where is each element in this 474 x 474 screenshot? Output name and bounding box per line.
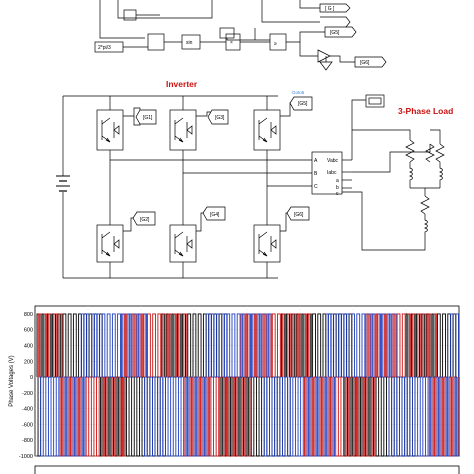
- load-resistor-a: [405, 139, 415, 163]
- goto-tag-g5-top: [324, 26, 357, 38]
- igbt-s5: [253, 109, 281, 151]
- load-resistor-c: [420, 195, 430, 215]
- vm-a: A: [314, 158, 318, 164]
- const-label: 2*pi/3: [98, 45, 111, 51]
- vm-vabc: Vabc: [327, 158, 339, 164]
- phase-voltage-chart: 800 600 400 200 0 -200 -400 -600 -800 -1000 Phase…: [9, 305, 460, 460]
- mult-block: [225, 33, 241, 51]
- scope-block: [365, 94, 385, 108]
- inverter-title: Inverter: [166, 79, 198, 89]
- y-tick-label-5: -200: [22, 391, 33, 397]
- tag-g5: [G5]: [298, 101, 308, 107]
- sin-label: sin: [186, 40, 193, 46]
- igbt-s1: [96, 109, 124, 151]
- tag-top-g5: [G5]: [330, 30, 340, 36]
- goto-tag-g6-top: [354, 56, 387, 68]
- not-gate: [317, 49, 331, 63]
- tag-g1: [G1]: [143, 115, 153, 121]
- igbt-s4: [96, 224, 124, 263]
- gate-tags: [123, 96, 313, 232]
- series-layer: [36, 313, 460, 457]
- igbt-s6: [169, 224, 197, 263]
- y-tick-label-0: 800: [24, 312, 33, 318]
- tag-g6: [G6]: [294, 212, 304, 218]
- tag-top-g6: [G6]: [360, 60, 370, 66]
- load-inductor-c: [424, 214, 428, 242]
- pwm-generator-section: [94, 0, 387, 71]
- y-tick-label-8: -800: [22, 438, 33, 444]
- load-inductor-a: [409, 162, 413, 188]
- tag-top-g3: [ G ]: [325, 6, 335, 12]
- y-tick-label-6: -400: [22, 407, 33, 413]
- load-inductor-b: [439, 162, 443, 188]
- vm-b: B: [314, 171, 318, 177]
- compare-label: ≥: [274, 41, 277, 47]
- top-block-1: [123, 9, 137, 21]
- sum-block: [147, 33, 165, 51]
- igbt-s3: [169, 109, 197, 151]
- vm-c: C: [314, 184, 318, 190]
- series-line-2: [39, 313, 460, 457]
- igbt-switches: [96, 109, 281, 263]
- top-block-2: [219, 27, 235, 39]
- lower-plot-strip: [34, 465, 460, 474]
- y-tick-label-3: 200: [24, 359, 33, 365]
- mult-label: ×: [230, 40, 233, 46]
- y-ticks: 800 600 400 200 0 -200 -400 -600 -800 -1000: [19, 312, 33, 460]
- y-axis-label: Phase Voltages (V): [9, 355, 15, 406]
- y-tick-label-1: 600: [24, 328, 33, 334]
- compare-block: [269, 33, 287, 51]
- vi-measurement-block: [311, 151, 343, 195]
- y-tick-label-4: 0: [30, 375, 33, 381]
- vm-b2: b: [336, 185, 339, 191]
- y-tick-label-9: -1000: [19, 454, 33, 460]
- inverter-circuit: [56, 94, 445, 279]
- load-title: 3-Phase Load: [398, 106, 453, 116]
- tag-g2: [G2]: [140, 217, 150, 223]
- y-tick-label-2: 400: [24, 343, 33, 349]
- tag-g4: [G4]: [210, 212, 220, 218]
- y-tick-label-7: -600: [22, 422, 33, 428]
- goto-tag-g3-top: [319, 3, 351, 13]
- load-resistor-b: [435, 143, 445, 163]
- vm-a2: a: [336, 178, 339, 184]
- vm-iabc: Iabc: [327, 170, 337, 176]
- igbt-s2: [253, 224, 281, 263]
- vm-c2: c: [336, 191, 339, 197]
- goto5-label: Goto5: [292, 90, 305, 95]
- tag-g3: [G3]: [215, 115, 225, 121]
